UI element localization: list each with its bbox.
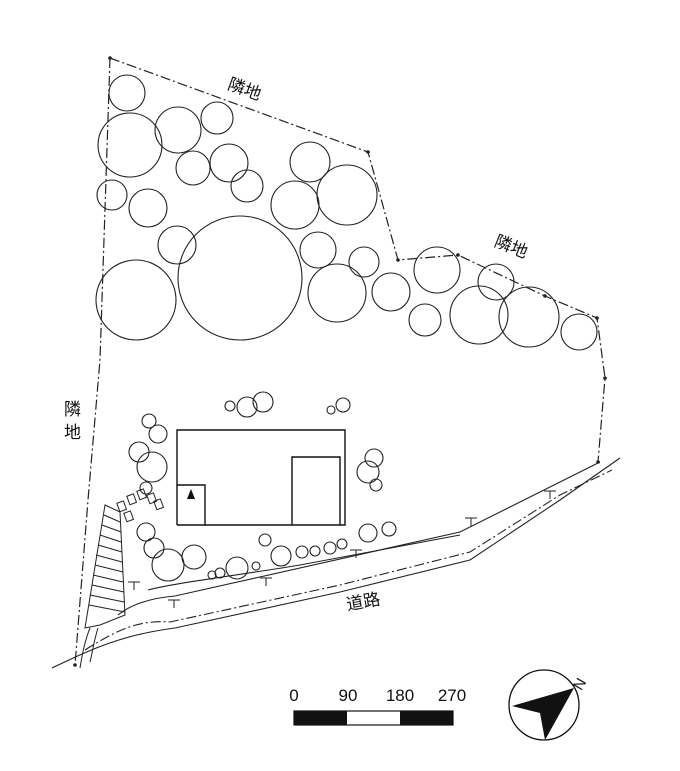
slope-symbols xyxy=(128,490,556,608)
label-neighbor-left-1: 隣 xyxy=(64,400,81,420)
scale-bar: 0 90 180 270 xyxy=(289,686,466,726)
entrance-stairs xyxy=(79,504,126,669)
shrubs-small xyxy=(128,391,397,582)
stepping-stones xyxy=(116,488,165,523)
label-road: 道路 xyxy=(345,590,382,616)
scale-tick-90: 90 xyxy=(339,686,358,705)
north-label: N xyxy=(570,675,590,693)
entrance-marker-icon xyxy=(187,489,195,499)
trees-large xyxy=(95,74,598,351)
scale-tick-0: 0 xyxy=(289,686,298,705)
scale-tick-270: 270 xyxy=(438,686,466,705)
building xyxy=(176,429,346,526)
north-arrow-icon: N xyxy=(508,669,590,741)
label-neighbor-right: 隣地 xyxy=(491,232,530,263)
label-neighbor-top: 隣地 xyxy=(225,75,264,105)
scale-tick-180: 180 xyxy=(386,686,414,705)
boundary-markers xyxy=(73,56,607,667)
road xyxy=(51,457,621,669)
label-neighbor-left-2: 地 xyxy=(64,423,81,443)
